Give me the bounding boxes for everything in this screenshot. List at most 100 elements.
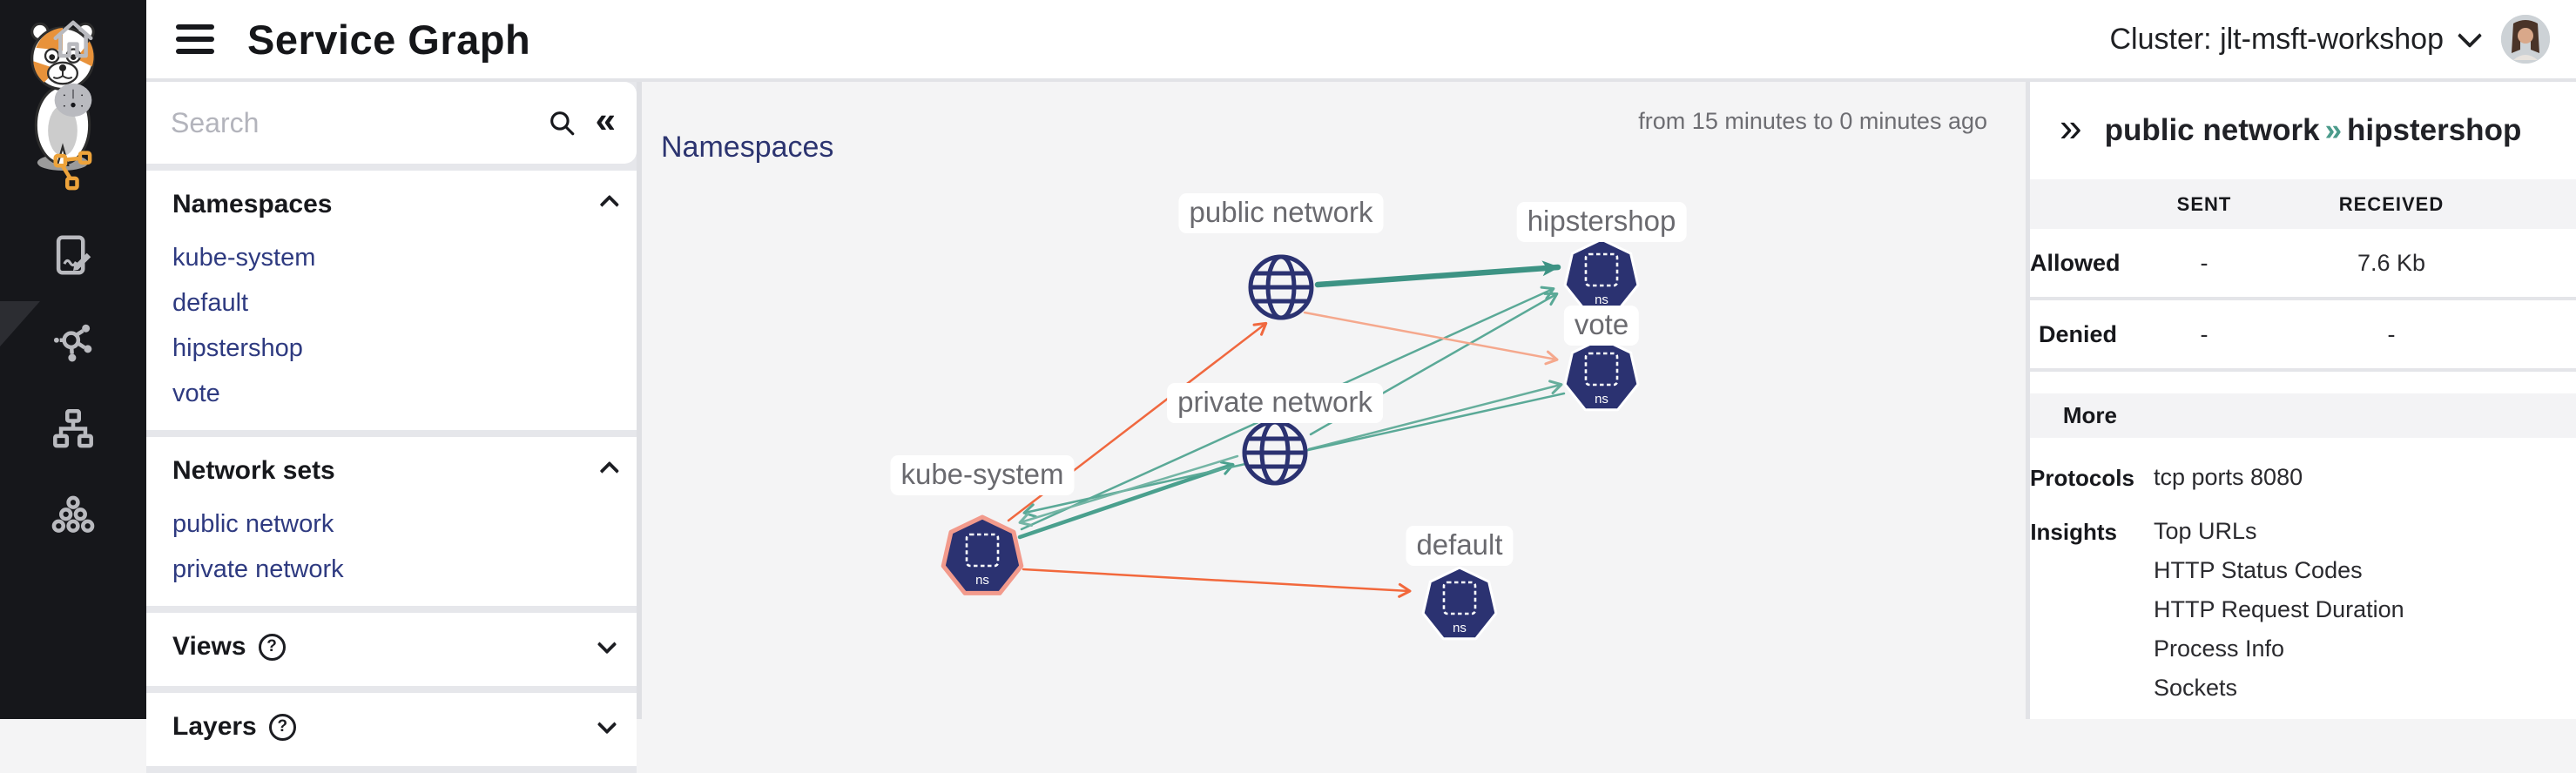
graph-node-hipstershop[interactable]: ns xyxy=(1565,239,1638,311)
rail-item-dashboard[interactable] xyxy=(0,61,146,139)
node-label-private-network[interactable]: private network xyxy=(1167,383,1383,423)
edge-public-network-to-vote[interactable] xyxy=(1305,313,1556,360)
rail-item-policy-editor[interactable] xyxy=(0,216,146,294)
hamburger-menu-icon[interactable] xyxy=(176,24,214,54)
chevron-down-icon xyxy=(2458,24,2482,48)
graph-node-kube-system[interactable]: ns xyxy=(943,517,1022,593)
edge-public-network-to-hipstershop[interactable] xyxy=(1318,267,1558,285)
insight-link[interactable]: Sockets xyxy=(2154,675,2404,714)
column-header-received: RECEIVED xyxy=(2291,193,2492,216)
collapse-panel-icon[interactable]: » xyxy=(2060,107,2082,147)
dashboard-icon xyxy=(50,77,97,124)
more-section-header: More xyxy=(2030,393,2576,438)
service-graph-icon xyxy=(50,148,97,195)
node-label-default[interactable]: default xyxy=(1406,526,1513,566)
protocols-row: Protocols tcp ports 8080 xyxy=(2030,464,2576,492)
allowed-sent-value: - xyxy=(2117,250,2291,277)
insight-link[interactable]: Top URLs xyxy=(2154,518,2404,557)
table-row-allowed: Allowed - 7.6 Kb xyxy=(2030,229,2576,297)
namespace-badge: ns xyxy=(975,573,989,588)
home-icon xyxy=(50,16,97,63)
insight-link[interactable]: HTTP Status Codes xyxy=(2154,557,2404,596)
table-row-denied: Denied - - xyxy=(2030,300,2576,368)
policy-editor-icon xyxy=(50,232,97,279)
breadcrumb-arrow-icon: » xyxy=(2325,113,2342,148)
section-layers: Layers ? xyxy=(146,693,637,766)
edge-kube-system-to-default[interactable] xyxy=(1023,569,1409,591)
help-icon[interactable]: ? xyxy=(259,634,286,661)
namespace-badge: ns xyxy=(1595,392,1608,407)
clusters-icon xyxy=(50,493,97,540)
section-network-sets-header[interactable]: Network sets xyxy=(172,446,614,496)
graph-node-private-network[interactable] xyxy=(1244,422,1305,483)
sidebar: « Namespaces kube-systemdefaulthipstersh… xyxy=(146,82,642,719)
collapse-sidebar-icon[interactable]: « xyxy=(596,102,616,138)
denied-sent-value: - xyxy=(2117,321,2291,348)
node-label-public-network[interactable]: public network xyxy=(1179,193,1384,233)
protocols-value: tcp ports 8080 xyxy=(2117,464,2303,492)
top-header: Service Graph Cluster: jlt-msft-workshop xyxy=(146,0,2576,82)
help-icon[interactable]: ? xyxy=(269,714,296,741)
service-graph-canvas[interactable]: ns ns ns ns public network hipstershop vote pr… xyxy=(647,82,2026,719)
namespace-link[interactable]: hipstershop xyxy=(172,326,614,371)
namespace-badge: ns xyxy=(1453,621,1467,635)
chevron-down-icon xyxy=(597,635,617,655)
traffic-table-header: SENT RECEIVED xyxy=(2030,179,2576,229)
namespace-link[interactable]: default xyxy=(172,280,614,326)
rail-item-access-graph[interactable] xyxy=(0,303,146,381)
insights-label: Insights xyxy=(2030,518,2117,714)
graph-node-default[interactable]: ns xyxy=(1423,568,1496,639)
breadcrumb-target: hipstershop xyxy=(2347,113,2521,148)
rail-item-hierarchy[interactable] xyxy=(0,390,146,468)
denied-received-value: - xyxy=(2291,321,2492,348)
user-avatar[interactable] xyxy=(2501,15,2550,64)
section-views-header[interactable]: Views ? xyxy=(172,622,614,672)
row-label: Allowed xyxy=(2030,250,2117,277)
cluster-selector[interactable]: Cluster: jlt-msft-workshop xyxy=(2109,23,2478,57)
search-input[interactable] xyxy=(171,107,547,139)
section-title: Network sets xyxy=(172,456,335,486)
namespace-link[interactable]: kube-system xyxy=(172,235,614,280)
section-layers-header[interactable]: Layers ? xyxy=(172,702,614,752)
graph-view-label: Namespaces xyxy=(661,131,833,165)
breadcrumb-source: public network xyxy=(2105,113,2320,148)
insight-link[interactable]: Process Info xyxy=(2154,635,2404,675)
namespace-link[interactable]: vote xyxy=(172,371,614,416)
section-namespaces-header[interactable]: Namespaces xyxy=(172,179,614,230)
row-label: Denied xyxy=(2030,321,2117,348)
edge-breadcrumb: public network » hipstershop xyxy=(2105,113,2522,148)
rail-item-clusters[interactable] xyxy=(0,477,146,555)
allowed-received-value: 7.6 Kb xyxy=(2291,250,2492,277)
column-header-sent: SENT xyxy=(2117,193,2291,216)
search-bar: « xyxy=(146,82,637,164)
network-set-link[interactable]: private network xyxy=(172,547,614,592)
time-range-label[interactable]: from 15 minutes to 0 minutes ago xyxy=(1638,108,1987,135)
edge-details-panel: » public network » hipstershop SENT RECE… xyxy=(2026,82,2576,719)
graph-node-public-network[interactable] xyxy=(1251,257,1312,318)
page-title: Service Graph xyxy=(247,16,530,64)
chevron-up-icon xyxy=(600,461,620,481)
icon-rail xyxy=(0,0,146,719)
network-set-link[interactable]: public network xyxy=(172,501,614,547)
rail-item-service-graph[interactable] xyxy=(0,132,146,211)
section-title: Namespaces xyxy=(172,190,332,219)
cluster-label: Cluster: jlt-msft-workshop xyxy=(2109,23,2444,57)
access-graph-icon xyxy=(50,319,97,366)
node-label-vote[interactable]: vote xyxy=(1564,306,1639,346)
section-views: Views ? xyxy=(146,613,637,686)
search-icon[interactable] xyxy=(547,108,577,138)
node-label-hipstershop[interactable]: hipstershop xyxy=(1517,202,1687,242)
protocols-label: Protocols xyxy=(2030,464,2117,492)
chevron-up-icon xyxy=(600,195,620,215)
hierarchy-icon xyxy=(50,406,97,453)
graph-node-vote[interactable]: ns xyxy=(1565,339,1638,410)
insight-link[interactable]: HTTP Request Duration xyxy=(2154,596,2404,635)
more-title: More xyxy=(2030,402,2117,429)
node-label-kube-system[interactable]: kube-system xyxy=(890,455,1074,495)
